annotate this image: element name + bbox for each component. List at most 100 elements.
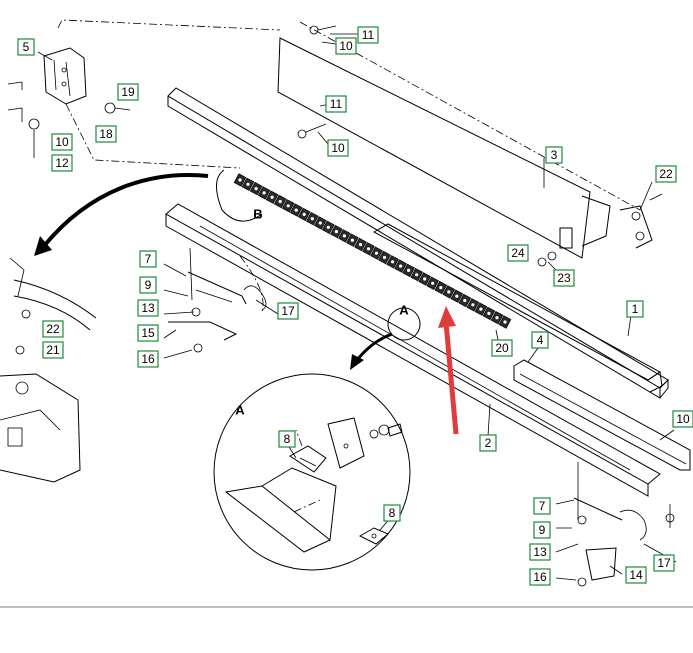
svg-text:21: 21 — [46, 343, 60, 357]
chain-pin — [415, 273, 419, 277]
callout-17: 17 — [277, 302, 299, 320]
chain-pin — [407, 268, 411, 272]
callout-8: 8 — [383, 504, 401, 522]
svg-text:22: 22 — [46, 322, 60, 336]
callout-22: 22 — [655, 165, 677, 183]
callout-11: 11 — [357, 26, 379, 44]
spring-mount-left — [168, 247, 267, 353]
callout-8: 8 — [278, 430, 296, 448]
svg-text:10: 10 — [55, 135, 69, 149]
svg-text:23: 23 — [557, 271, 571, 285]
back-cover-plate-3 — [277, 21, 641, 259]
svg-text:9: 9 — [539, 523, 546, 537]
callout-22: 22 — [42, 320, 64, 338]
detail-a-marker — [387, 307, 421, 341]
svg-text:24: 24 — [511, 246, 525, 260]
callout-16: 16 — [137, 350, 159, 368]
chain-pin — [278, 199, 282, 204]
svg-text:7: 7 — [145, 252, 152, 266]
upper-rail — [167, 87, 669, 399]
chain-pin — [487, 311, 491, 315]
chain-pin — [374, 251, 379, 255]
cable-drag-chain-20 — [233, 173, 512, 329]
callout-7: 7 — [533, 497, 551, 515]
svg-text:17: 17 — [281, 304, 295, 318]
svg-text:16: 16 — [141, 352, 155, 366]
chain-pin — [431, 281, 435, 285]
svg-text:9: 9 — [145, 278, 152, 292]
chain-pin — [294, 208, 298, 212]
chain-pin — [455, 294, 459, 298]
svg-text:15: 15 — [141, 326, 155, 340]
chain-pin — [326, 225, 330, 229]
callout-12: 12 — [51, 154, 73, 172]
svg-text:4: 4 — [537, 333, 544, 347]
svg-text:10: 10 — [331, 141, 345, 155]
callout-1: 1 — [626, 300, 644, 318]
chain-pin — [503, 320, 507, 324]
svg-text:13: 13 — [141, 301, 155, 315]
view-label-b: B — [253, 207, 262, 222]
channel-rail-1 — [372, 223, 663, 393]
callout-4: 4 — [531, 331, 549, 349]
svg-text:1: 1 — [632, 302, 639, 316]
chain-pin — [382, 255, 387, 260]
chain-pin — [342, 234, 346, 238]
red-pointer-arrowhead — [438, 306, 456, 328]
chain-pin — [262, 191, 266, 195]
svg-text:10: 10 — [339, 39, 353, 53]
svg-text:18: 18 — [99, 127, 113, 141]
svg-text:17: 17 — [657, 556, 671, 570]
drawing-frame: B A A 5 11 10 19 18 10 12 11 10 3 22 24 … — [0, 19, 693, 608]
callout-9: 9 — [533, 521, 551, 539]
svg-text:7: 7 — [539, 499, 546, 513]
svg-text:20: 20 — [495, 341, 509, 355]
view-label-a-marker: A — [399, 303, 409, 318]
rail-4 — [513, 359, 691, 471]
chain-pin — [495, 316, 499, 320]
chain-pin — [286, 204, 290, 208]
callout-9: 9 — [139, 276, 157, 294]
detail-a-view — [213, 373, 411, 571]
callout-24: 24 — [507, 244, 529, 262]
chain-pin — [318, 221, 322, 225]
callout-3: 3 — [545, 146, 563, 164]
svg-text:13: 13 — [533, 545, 547, 559]
callout-10: 10 — [51, 133, 73, 151]
callout-14: 14 — [625, 566, 647, 584]
callout-10: 10 — [327, 139, 349, 157]
svg-text:3: 3 — [551, 148, 558, 162]
chain-pin — [423, 277, 427, 281]
leader-lines — [37, 33, 677, 581]
main-rail-2 — [165, 203, 661, 497]
detail-b-circle — [216, 169, 263, 222]
callout-13: 13 — [529, 543, 551, 561]
callout-20: 20 — [491, 339, 513, 357]
callout-5: 5 — [17, 38, 35, 56]
callout-2: 2 — [479, 434, 497, 452]
chain-pin — [479, 307, 483, 311]
chain-pin — [246, 182, 250, 186]
spring-mount-right — [573, 462, 675, 587]
svg-text:2: 2 — [485, 436, 492, 450]
svg-text:8: 8 — [284, 432, 291, 446]
callout-17: 17 — [653, 554, 675, 572]
callout-16: 16 — [529, 568, 551, 586]
chain-pin — [302, 212, 306, 216]
chain-pin — [238, 178, 242, 182]
chain-pin — [358, 242, 363, 247]
chain-pin — [447, 290, 451, 294]
callout-10: 10 — [335, 37, 357, 55]
chain-pin — [334, 230, 338, 234]
svg-text:10: 10 — [676, 412, 690, 426]
svg-text:11: 11 — [362, 28, 375, 42]
chain-pin — [399, 264, 403, 268]
svg-text:19: 19 — [121, 85, 135, 99]
callout-11: 11 — [325, 95, 347, 113]
callout-7: 7 — [139, 250, 157, 268]
chain-pin — [254, 187, 258, 191]
svg-text:12: 12 — [55, 156, 69, 170]
callout-13: 13 — [137, 299, 159, 317]
chain-pin — [471, 303, 475, 307]
